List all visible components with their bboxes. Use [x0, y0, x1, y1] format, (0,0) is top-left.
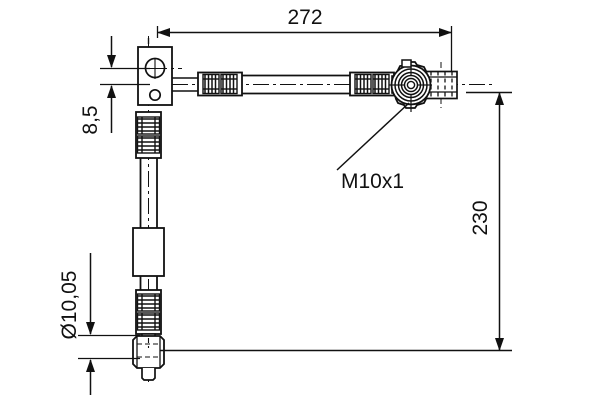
hose-stub-bracket-to-crimp [172, 77, 200, 92]
lower-end-stub [141, 368, 156, 381]
mounting-bracket [128, 46, 182, 106]
lower-end-fitting [132, 335, 165, 369]
callout-label-m10x1: M10x1 [341, 170, 404, 193]
dimension-offset-8-5 [100, 36, 150, 133]
banjo-eye-fitting [389, 59, 432, 112]
dimension-label-10-05: Ø10,05 [58, 271, 81, 340]
hose-crimp-ferrule-vertical-bottom [135, 289, 162, 335]
hose-crimp-ferrule-upper-right [349, 71, 395, 97]
dimension-label-230: 230 [469, 200, 492, 235]
bracket-small-hole [148, 88, 162, 102]
protective-sleeve [132, 227, 165, 277]
dimension-label-8-5: 8,5 [79, 105, 102, 134]
hose-horizontal-run [242, 74, 350, 95]
leader-line [336, 102, 410, 171]
callout-m10x1 [336, 102, 410, 171]
dimension-label-272: 272 [287, 6, 322, 29]
dimension-length-272 [156, 26, 453, 72]
hose-crimp-ferrule-upper-left [197, 71, 243, 97]
dimension-diameter-10-05 [78, 253, 140, 395]
hose-vertical-run-upper [139, 158, 158, 228]
dimension-height-230 [160, 91, 512, 352]
hose-crimp-ferrule-vertical-top [135, 111, 162, 159]
